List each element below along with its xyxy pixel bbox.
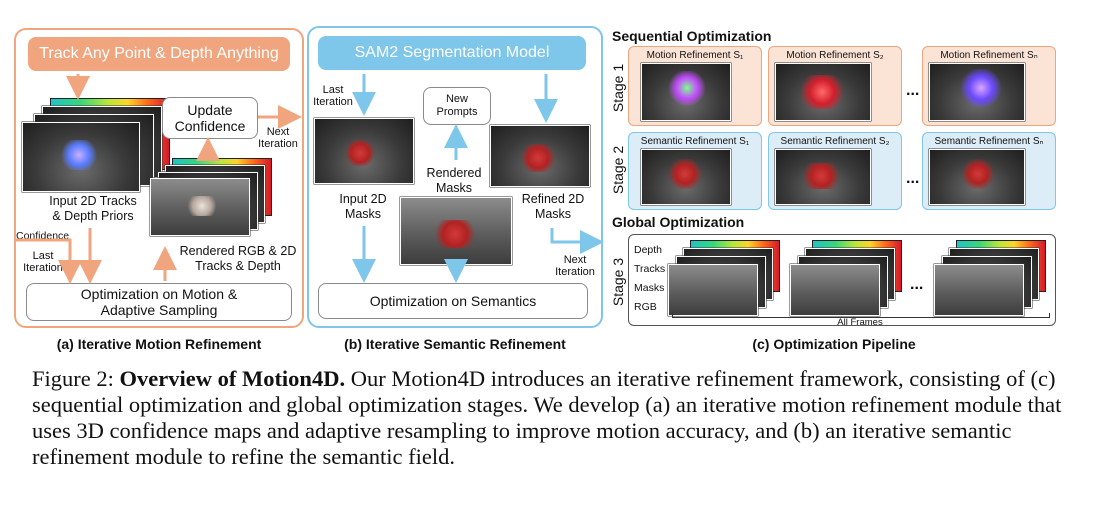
motion-refinement-1-title: Motion Refinement S₁ [646, 50, 744, 61]
layer-rgb-label: RGB [634, 301, 657, 313]
motion-refinement-1: Motion Refinement S₁ [628, 46, 762, 126]
caption-prefix: Figure 2: [32, 366, 120, 391]
caption-bold: Overview of Motion4D. [119, 366, 346, 391]
next-iteration-label-b: Next Iteration [555, 254, 595, 278]
track-depth-header: Track Any Point & Depth Anything [28, 37, 290, 71]
semantic-refinement-2: Semantic Refinement S₂ [768, 132, 902, 210]
semantic-mask-1 [667, 159, 703, 189]
rendered-mask-figure [430, 220, 480, 248]
sam2-header-label: SAM2 Segmentation Model [354, 44, 550, 61]
all-frames-label: All Frames [837, 317, 883, 328]
refined-mask-figure [518, 144, 558, 172]
motion-refinement-2-title: Motion Refinement S₂ [786, 50, 884, 61]
global-optimization-title: Global Optimization [612, 214, 745, 230]
layer-tracks-label: Tracks [634, 263, 666, 275]
sequential-optimization-title: Sequential Optimization [612, 28, 772, 44]
update-confidence-label: Update Confidence [174, 102, 246, 134]
all-frames-bracket [672, 313, 1050, 318]
figure-caption: Figure 2: Overview of Motion4D. Our Moti… [32, 366, 1072, 470]
stage2-label: Stage 2 [610, 145, 626, 195]
input-tracks-label: Input 2D Tracks & Depth Priors [49, 194, 137, 223]
semantic-mask-2 [799, 163, 843, 189]
semantic-refinement-n: Semantic Refinement Sₙ [922, 132, 1056, 210]
new-prompts-box: New Prompts [423, 87, 491, 125]
track-depth-header-label: Track Any Point & Depth Anything [39, 45, 279, 62]
motion-refinement-2: Motion Refinement S₂ [768, 46, 902, 126]
motion-tracks-n [959, 69, 1003, 107]
new-prompts-label: New Prompts [436, 93, 478, 118]
stage3-label: Stage 3 [610, 257, 626, 307]
refined-masks-label: Refined 2D Masks [521, 192, 585, 221]
arrows-layer [16, 74, 604, 284]
rendered-rgb-label: Rendered RGB & 2D Tracks & Depth [179, 244, 297, 273]
motion-frame-2 [775, 63, 871, 121]
motion-refinement-n-title: Motion Refinement Sₙ [940, 50, 1038, 61]
semantic-refinement-1: Semantic Refinement S₁ [628, 132, 762, 210]
rendered-dancer-figure [184, 196, 220, 216]
last-iteration-label-a: Last Iteration [23, 250, 63, 274]
sam2-header: SAM2 Segmentation Model [318, 36, 586, 70]
semantic-refinement-2-title: Semantic Refinement S₂ [780, 136, 890, 147]
stage1-label: Stage 1 [610, 63, 626, 113]
semantic-refinement-1-title: Semantic Refinement S₁ [640, 136, 750, 147]
motion-optimization-label: Optimization on Motion & Adaptive Sampli… [80, 286, 238, 318]
panel-semantic-refinement [307, 26, 603, 328]
ellipsis-stage2: ... [906, 170, 920, 187]
input-masks-label: Input 2D Masks [339, 192, 387, 221]
rendered-masks-label: Rendered Masks [426, 166, 482, 195]
motion-optimization-box: Optimization on Motion & Adaptive Sampli… [26, 283, 292, 321]
semantic-refinement-n-title: Semantic Refinement Sₙ [934, 136, 1044, 147]
layer-depth-label: Depth [634, 244, 663, 256]
global-rgb-2 [790, 264, 880, 316]
dancer-tracks-figure [58, 140, 100, 170]
blue-arrows [352, 74, 604, 283]
caption-a: (a) Iterative Motion Refinement [56, 336, 262, 352]
global-rgb-n [934, 264, 1024, 316]
caption-text: Our Motion4D introduces an iterative ref… [32, 366, 1062, 469]
caption-c: (c) Optimization Pipeline [752, 336, 916, 352]
input-mask-figure [344, 140, 376, 166]
semantic-optimization-label: Optimization on Semantics [369, 293, 537, 309]
semantic-optimization-box: Optimization on Semantics [318, 283, 588, 319]
motion-refinement-n: Motion Refinement Sₙ [922, 46, 1056, 126]
last-iteration-label-b: Last Iteration [313, 84, 353, 108]
semantic-mask-n [961, 159, 995, 189]
layer-masks-label: Masks [634, 282, 665, 294]
next-iteration-label-a: Next Iteration [258, 126, 298, 150]
refined-mask-frame [490, 125, 590, 187]
caption-b: (b) Iterative Semantic Refinement [344, 336, 566, 352]
ellipsis-stage1: ... [906, 82, 920, 99]
motion-tracks-2 [797, 75, 847, 109]
ellipsis-stage3: ... [910, 276, 924, 293]
global-rgb-1 [668, 264, 758, 316]
orange-arrows [16, 74, 302, 284]
panel-motion-refinement [14, 28, 304, 328]
motion-tracks-1 [667, 71, 707, 105]
